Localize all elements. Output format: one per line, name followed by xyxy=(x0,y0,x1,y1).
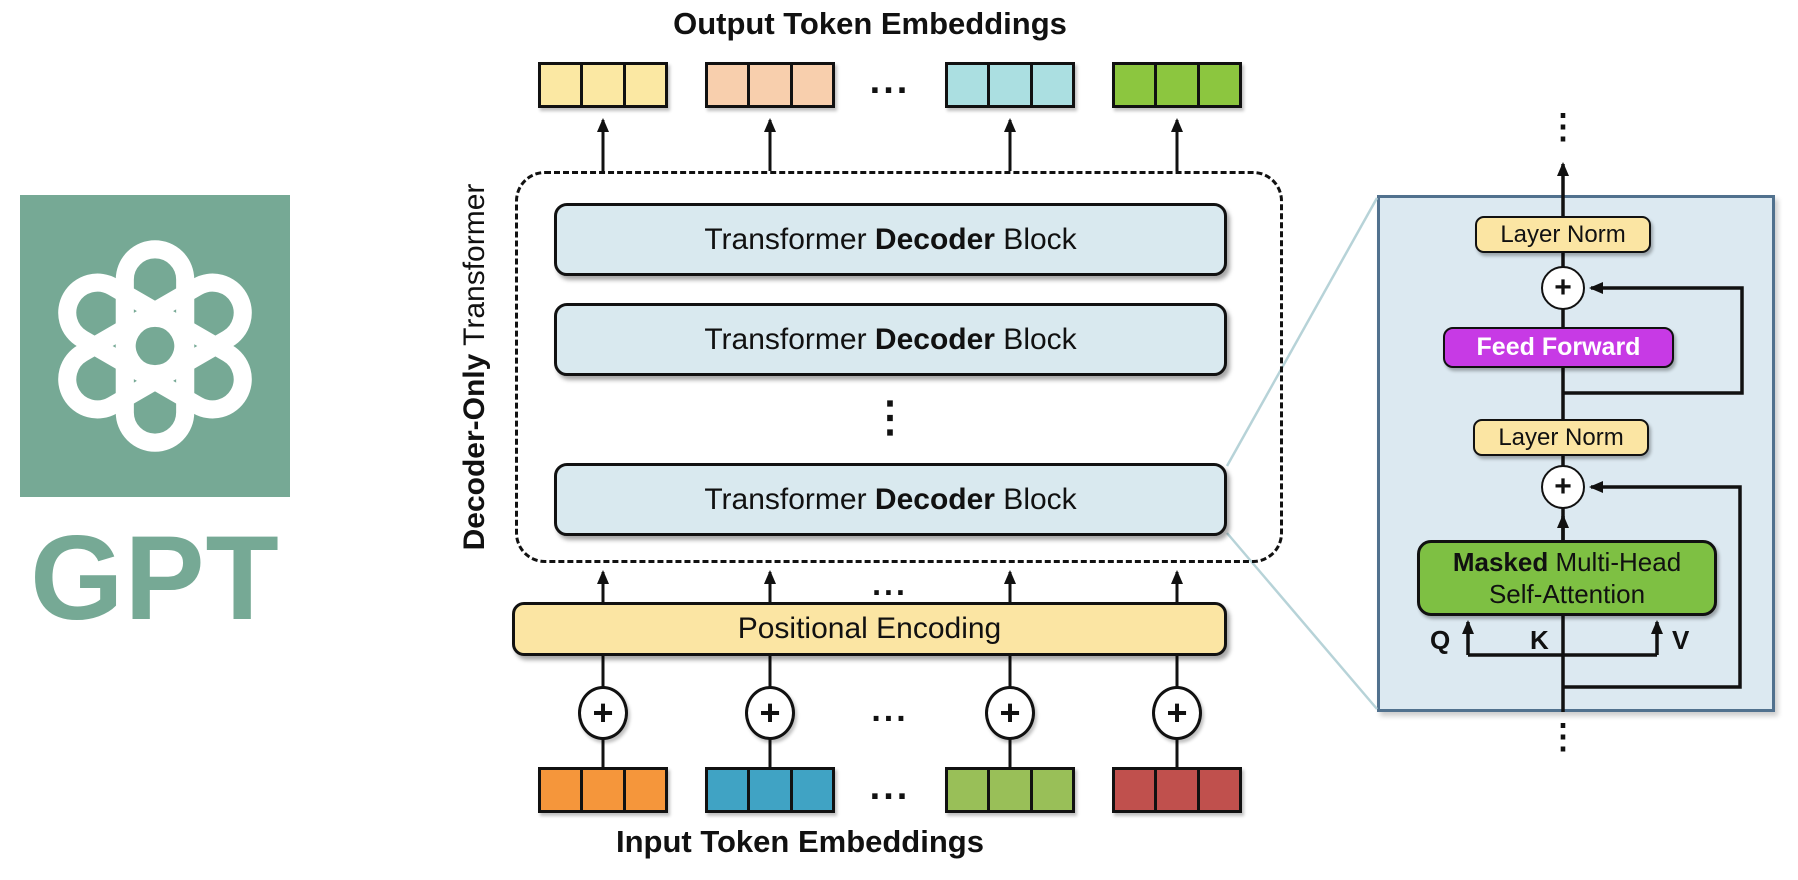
q-label: Q xyxy=(1430,625,1451,655)
residual-add-top: + xyxy=(1541,266,1585,310)
panel-top-ellipsis: ⋮ xyxy=(1546,108,1580,146)
openai-logo-square xyxy=(20,195,290,497)
residual-add-bottom: + xyxy=(1541,465,1585,509)
layer-norm-bottom: Layer Norm xyxy=(1473,419,1649,456)
add-circle-4: + xyxy=(1152,686,1202,740)
output-token-4 xyxy=(1112,62,1242,108)
output-token-1 xyxy=(538,62,668,108)
transformer-decoder-block-2: Transformer Decoder Block xyxy=(554,303,1227,376)
k-label: K xyxy=(1530,625,1549,655)
positional-encoding-box: Positional Encoding xyxy=(512,602,1227,656)
output-embeddings-title: Output Token Embeddings xyxy=(673,6,1067,41)
wrapper-label-rest: Transformer xyxy=(458,183,491,354)
gpt-wordmark: GPT xyxy=(30,511,280,645)
output-token-2 xyxy=(705,62,835,108)
input-row-ellipsis: ... xyxy=(869,766,911,808)
input-token-3 xyxy=(945,767,1075,813)
input-token-2 xyxy=(705,767,835,813)
feed-forward-box: Feed Forward xyxy=(1443,327,1674,368)
transformer-decoder-block-3: Transformer Decoder Block xyxy=(554,463,1227,536)
input-embeddings-title: Input Token Embeddings xyxy=(616,824,984,859)
add-circle-2: + xyxy=(745,686,795,740)
add-circle-1: + xyxy=(578,686,628,740)
mid-arrows-ellipsis: ... xyxy=(872,566,908,602)
input-token-1 xyxy=(538,767,668,813)
panel-bottom-ellipsis: ⋮ xyxy=(1546,718,1580,756)
main-flow-lines xyxy=(597,118,1183,767)
output-token-3 xyxy=(945,62,1075,108)
decoder-only-transformer-label: Decoder-Only Transformer xyxy=(458,157,498,577)
input-token-4 xyxy=(1112,767,1242,813)
plus-row-ellipsis: ... xyxy=(871,691,909,729)
masked-mha-box: Masked Multi-Head Self-Attention xyxy=(1417,540,1717,616)
output-row-ellipsis: ... xyxy=(869,60,911,102)
openai-flower-icon xyxy=(58,240,252,452)
layer-norm-top: Layer Norm xyxy=(1475,216,1651,253)
transformer-decoder-block-1: Transformer Decoder Block xyxy=(554,203,1227,276)
v-label: V xyxy=(1672,625,1690,655)
decoder-stack-ellipsis: ⋮ xyxy=(869,393,911,440)
wrapper-label-bold: Decoder-Only xyxy=(458,353,491,551)
add-circle-3: + xyxy=(985,686,1035,740)
decoder-only-transformer-box xyxy=(515,171,1283,563)
